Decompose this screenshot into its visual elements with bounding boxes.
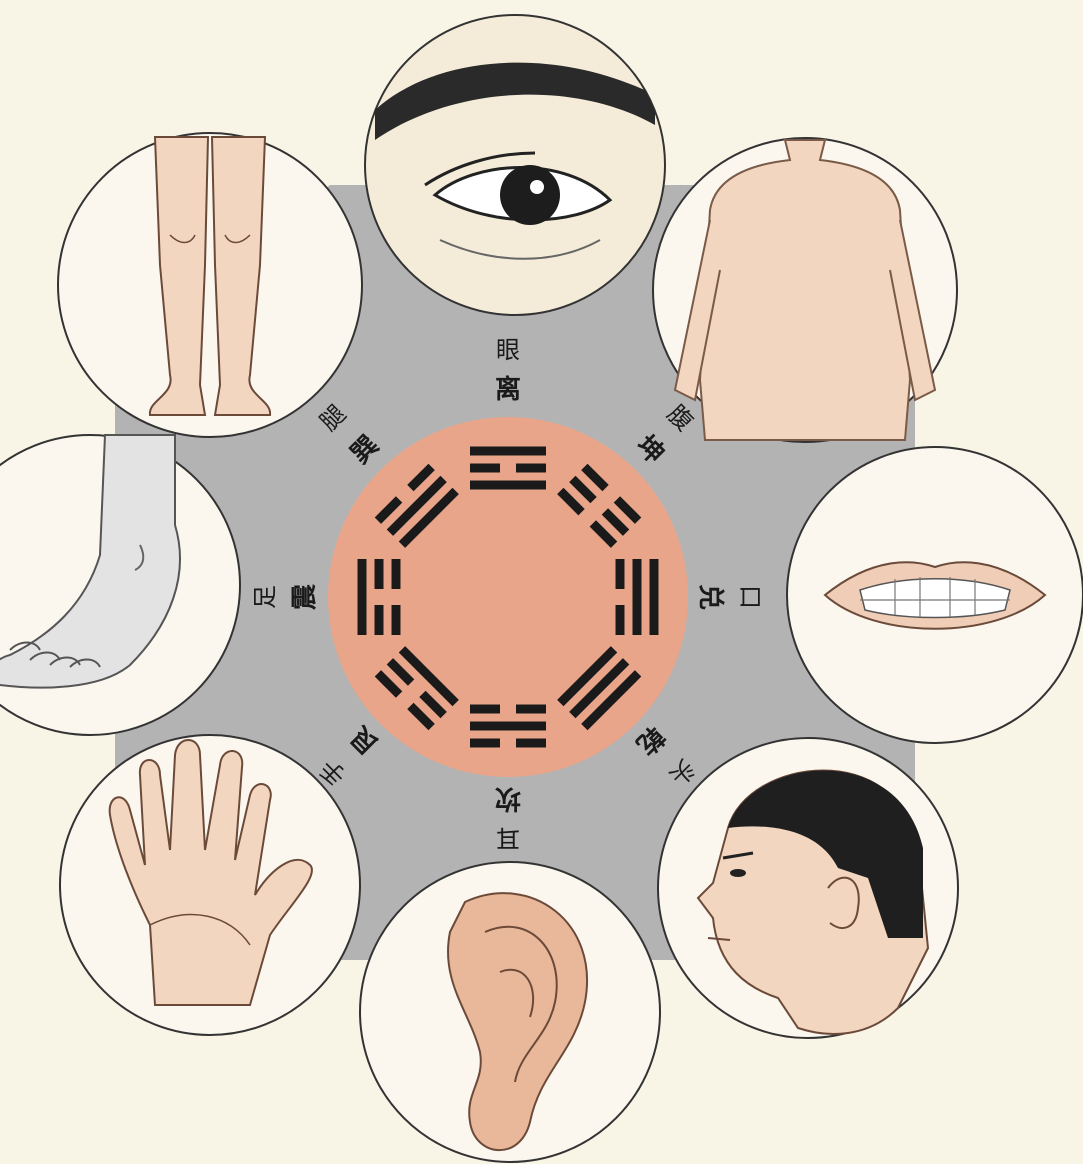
trigram-line-dui-3	[650, 559, 659, 635]
body-label-foot: 足	[245, 577, 285, 617]
trigram-line-li-2-a	[470, 464, 500, 473]
head-picture	[658, 738, 958, 1038]
trigram-line-kan-2	[470, 722, 546, 731]
eye-picture	[365, 15, 665, 315]
mouth-picture	[787, 447, 1083, 743]
trigram-label-li: 离	[488, 370, 528, 410]
trigram-line-kan-3-b	[470, 739, 500, 748]
body-label-eye: 眼	[488, 330, 528, 370]
trigram-line-li-2-b	[516, 464, 546, 473]
body-label-ear: 耳	[488, 818, 528, 858]
legs-picture	[58, 133, 362, 437]
trigram-line-zhen-3	[358, 559, 367, 635]
trigram-line-zhen-1-b	[392, 559, 401, 589]
trigram-label-zhen: 震	[285, 577, 325, 617]
body-label-mouth: 口	[730, 577, 770, 617]
trigram-line-kan-1-b	[470, 705, 500, 714]
trigram-line-zhen-2-b	[375, 559, 384, 589]
trigram-line-dui-2	[633, 559, 642, 635]
torso-picture	[653, 138, 957, 442]
trigram-label-kan: 坎	[488, 778, 528, 818]
trigram-line-li-1	[470, 481, 546, 490]
trigram-label-dui: 兑	[690, 577, 730, 617]
trigram-line-zhen-1-a	[392, 605, 401, 635]
trigram-line-kan-3-a	[516, 739, 546, 748]
trigram-line-li-3	[470, 447, 546, 456]
trigram-line-dui-1-a	[616, 559, 625, 589]
trigram-line-kan-1-a	[516, 705, 546, 714]
trigram-line-zhen-2-a	[375, 605, 384, 635]
ear-picture	[360, 862, 660, 1162]
trigram-line-dui-1-b	[616, 605, 625, 635]
